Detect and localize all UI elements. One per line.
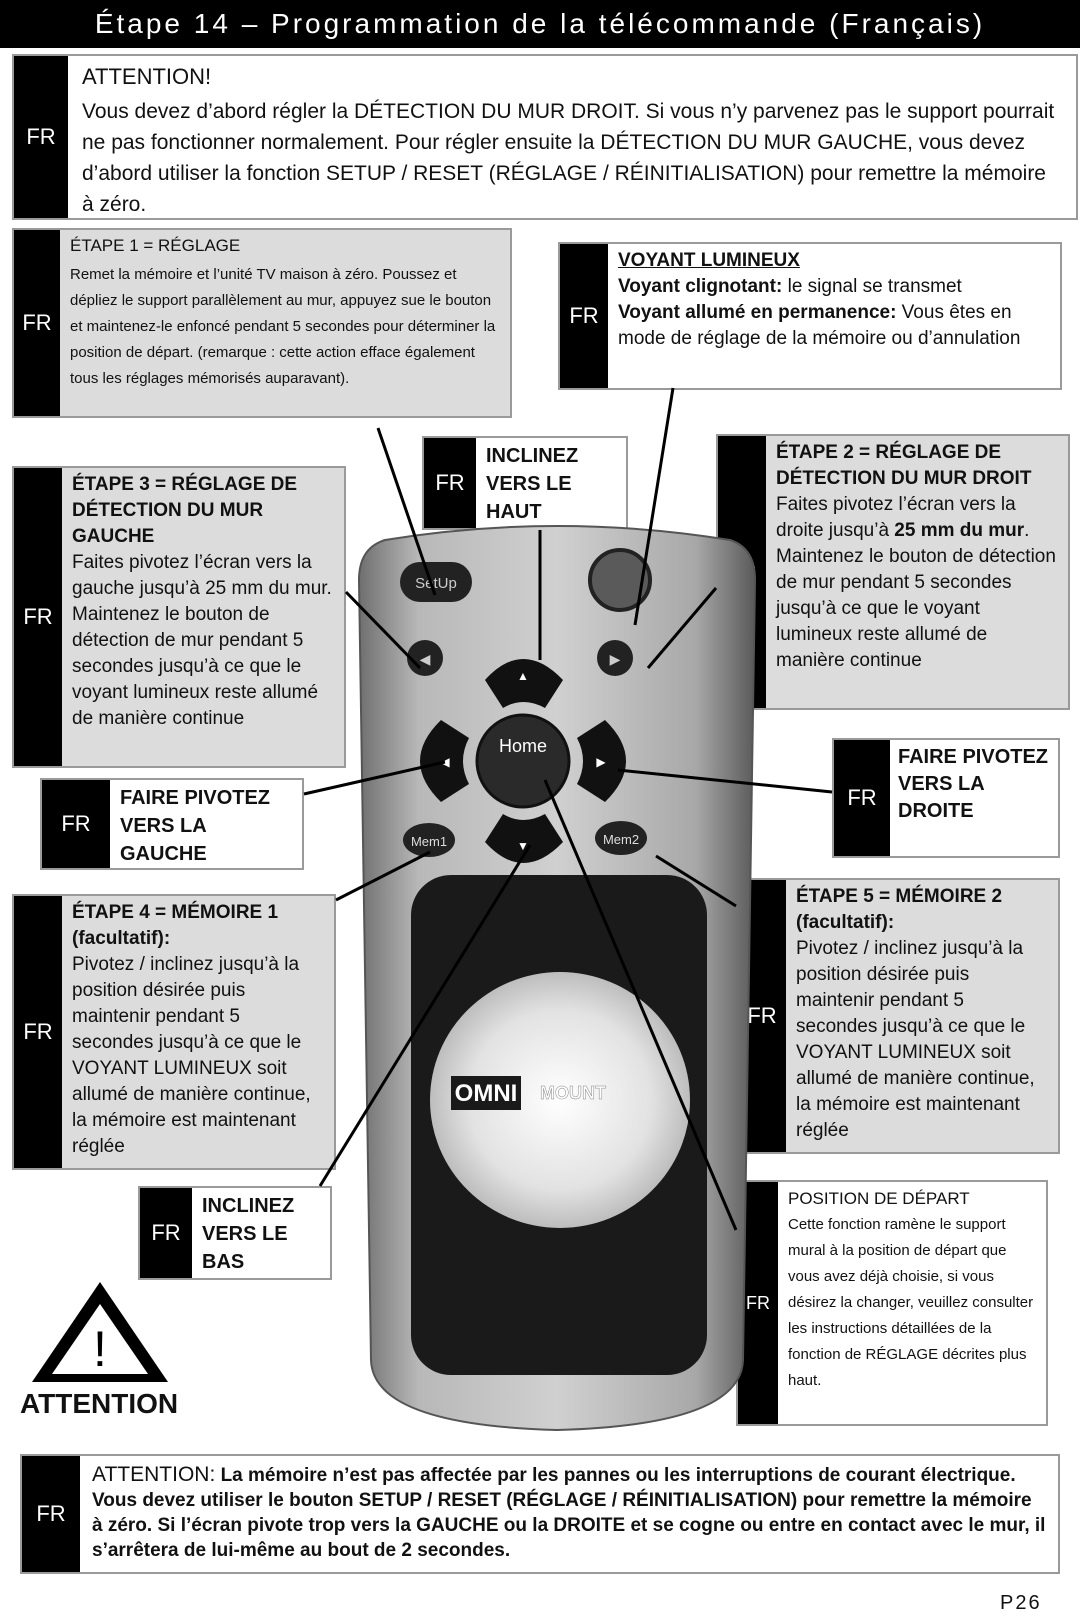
- fr-label: FR: [14, 468, 62, 766]
- led-indicator: [588, 548, 652, 612]
- voyant-steady-label: Voyant allumé en permanence:: [618, 302, 897, 323]
- setup-button[interactable]: [400, 562, 472, 602]
- rotate-right-box: FR FAIRE PIVOTEZ VERS LA DROITE: [832, 738, 1060, 858]
- setup-button-label: SetUp: [415, 575, 457, 592]
- voyant-blinking-text: le signal se transmet: [782, 276, 962, 297]
- step2-heading: ÉTAPE 2 = RÉGLAGE DE DÉTECTION DU MUR DR…: [776, 442, 1032, 489]
- fr-label: FR: [14, 896, 62, 1168]
- voyant-steady-text: Vous êtes en mode de réglage de la mémoi…: [618, 302, 1021, 349]
- attention-top-box: FR ATTENTION! Vous devez d’abord régler …: [12, 54, 1078, 220]
- home-position-box: FR POSITION DE DÉPART Cette fonction ram…: [736, 1180, 1048, 1426]
- step1-heading: ÉTAPE 1 = RÉGLAGE: [70, 236, 241, 255]
- right-button[interactable]: [577, 720, 626, 802]
- step4-heading: ÉTAPE 4 = MÉMOIRE 1 (facultatif):: [72, 902, 279, 949]
- rotate-left-label: FAIRE PIVOTEZ VERS LA GAUCHE: [120, 787, 271, 865]
- step1-box: FR ÉTAPE 1 = RÉGLAGE Remet la mémoire et…: [12, 228, 512, 418]
- warning-symbol: !: [93, 1321, 107, 1377]
- attention-top-heading: ATTENTION!: [82, 64, 212, 89]
- wall-detect-left-button[interactable]: [407, 640, 443, 676]
- brand-omni: OMNI: [455, 1080, 518, 1107]
- warning-triangle-icon: !: [32, 1282, 168, 1382]
- step5-box: FR ÉTAPE 5 = MÉMOIRE 2 (facultatif): Piv…: [736, 878, 1060, 1154]
- tilt-up-label: INCLINEZ VERS LE HAUT: [486, 445, 579, 523]
- attention-top-text: Vous devez d’abord régler la DÉTECTION D…: [82, 100, 1055, 216]
- attention-bottom-text: La mémoire n’est pas affectée par les pa…: [92, 1465, 1046, 1561]
- step3-box: FR ÉTAPE 3 = RÉGLAGE DE DÉTECTION DU MUR…: [12, 466, 346, 768]
- down-arrow-icon: ▼: [517, 839, 529, 853]
- warning-label: ATTENTION: [20, 1388, 179, 1419]
- home-button-label: Home: [499, 736, 547, 756]
- callout-line-mem2: [655, 854, 737, 908]
- callout-line-rotate-right: [617, 768, 833, 794]
- voyant-heading: VOYANT LUMINEUX: [618, 250, 800, 271]
- skip-forward-icon: ▶: [610, 651, 621, 667]
- step2-text-bold: 25 mm du mur: [894, 520, 1025, 541]
- step1-text: Remet la mémoire et l’unité TV maison à …: [70, 266, 496, 387]
- callout-line-left-wall: [344, 590, 422, 670]
- attention-bottom-lead: ATTENTION:: [92, 1463, 216, 1486]
- voyant-blinking-label: Voyant clignotant:: [618, 276, 783, 297]
- step3-text: Faites pivotez l’écran vers la gauche ju…: [72, 552, 332, 729]
- rotate-right-label: FAIRE PIVOTEZ VERS LA DROITE: [898, 746, 1049, 822]
- fr-label: FR: [14, 56, 68, 218]
- step2-text-a: Faites pivotez l’écran vers la droite ju…: [776, 494, 1016, 541]
- attention-bottom-box: FR ATTENTION: La mémoire n’est pas affec…: [20, 1454, 1060, 1574]
- tilt-up-box: FR INCLINEZ VERS LE HAUT: [422, 436, 628, 530]
- tilt-down-box: FR INCLINEZ VERS LE BAS: [138, 1186, 332, 1280]
- tilt-down-label: INCLINEZ VERS LE BAS: [202, 1195, 295, 1273]
- page-number: P26: [1000, 1592, 1042, 1614]
- mem1-button[interactable]: [403, 823, 455, 857]
- fr-label: FR: [834, 740, 890, 856]
- fr-label: FR: [140, 1188, 192, 1278]
- skip-back-icon: ◀: [420, 651, 431, 667]
- home-position-text: Cette fonction ramène le support mural à…: [788, 1216, 1034, 1389]
- left-arrow-icon: ◀: [440, 755, 450, 769]
- step4-text: Pivotez / inclinez jusqu’à la position d…: [72, 954, 311, 1157]
- mem2-button-label: Mem2: [603, 832, 639, 847]
- step4-box: FR ÉTAPE 4 = MÉMOIRE 1 (facultatif): Piv…: [12, 894, 336, 1170]
- right-arrow-icon: ▶: [596, 755, 606, 769]
- mem2-button[interactable]: [595, 821, 647, 855]
- up-button[interactable]: [485, 659, 563, 708]
- step5-heading: ÉTAPE 5 = MÉMOIRE 2 (facultatif):: [796, 886, 1003, 933]
- callout-line-mem1: [335, 850, 431, 902]
- callout-line-rotate-left: [303, 760, 446, 796]
- page-title: Étape 14 – Programmation de la télécomma…: [0, 0, 1080, 48]
- callout-line-home: [543, 779, 738, 1231]
- callout-line-right-wall: [646, 587, 718, 669]
- fr-label: FR: [14, 230, 60, 416]
- home-position-heading: POSITION DE DÉPART: [788, 1189, 970, 1208]
- callout-line-led: [633, 387, 675, 626]
- callout-line-setup: [376, 427, 437, 596]
- brand-mount: MOUNT: [540, 1083, 606, 1103]
- wall-detect-right-button[interactable]: [597, 640, 633, 676]
- fr-label: FR: [424, 438, 476, 528]
- up-arrow-icon: ▲: [517, 669, 529, 683]
- down-button[interactable]: [485, 814, 563, 863]
- callout-line-down: [318, 844, 532, 1187]
- step3-heading: ÉTAPE 3 = RÉGLAGE DE DÉTECTION DU MUR GA…: [72, 474, 298, 547]
- step2-text-b: . Maintenez le bouton de détection de mu…: [776, 520, 1056, 671]
- fr-label: FR: [560, 244, 608, 388]
- voyant-box: FR VOYANT LUMINEUX Voyant clignotant: le…: [558, 242, 1062, 390]
- rotate-left-box: FR FAIRE PIVOTEZ VERS LA GAUCHE: [40, 778, 304, 870]
- fr-label: FR: [22, 1456, 80, 1572]
- step5-text: Pivotez / inclinez jusqu’à la position d…: [796, 938, 1035, 1141]
- fr-label: FR: [42, 780, 110, 868]
- remote-control: OMNI MOUNT SetUp ◀ ▶ ▲ ▼ ◀ ▶ Home Mem1 M…: [357, 525, 757, 1432]
- mem1-button-label: Mem1: [411, 834, 447, 849]
